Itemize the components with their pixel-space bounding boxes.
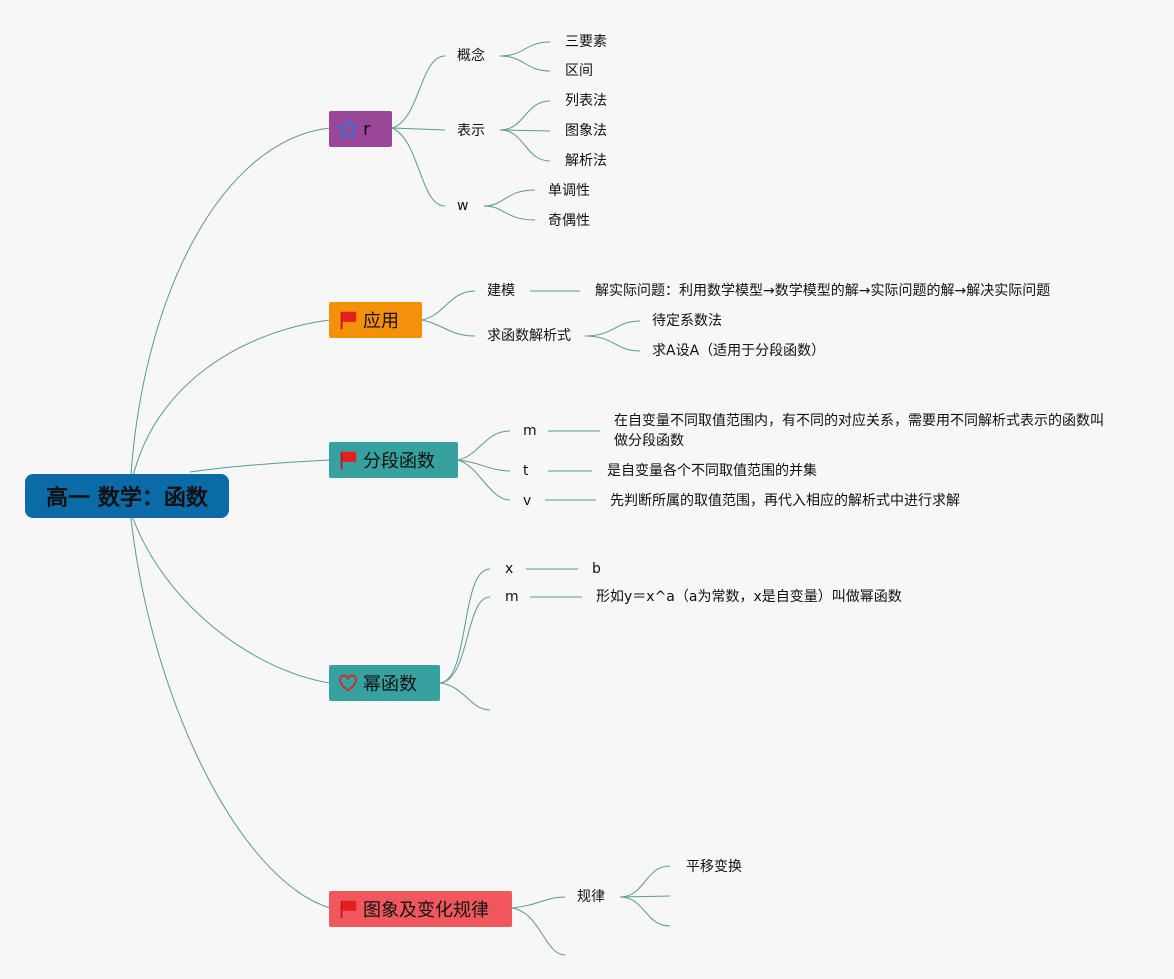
w-item[interactable]: 奇偶性 bbox=[548, 213, 590, 229]
subtopic-w[interactable]: w bbox=[457, 198, 469, 214]
represent-item[interactable]: 图象法 bbox=[565, 123, 607, 139]
subtopic-solve[interactable]: 求函数解析式 bbox=[487, 328, 571, 344]
t-note[interactable]: 是自变量各个不同取值范围的并集 bbox=[607, 463, 817, 479]
solve-item[interactable]: 待定系数法 bbox=[652, 313, 722, 329]
modeling-note[interactable]: 解实际问题：利用数学模型→数学模型的解→实际问题的解→解决实际问题 bbox=[595, 283, 1051, 299]
solve-item[interactable]: 求A设A（适用于分段函数） bbox=[652, 343, 826, 359]
subtopic-m[interactable]: m bbox=[523, 423, 537, 439]
m-note-line2[interactable]: 做分段函数 bbox=[614, 433, 684, 449]
heart-icon bbox=[339, 674, 357, 692]
concept-item[interactable]: 区间 bbox=[565, 63, 593, 79]
topic-r[interactable]: r bbox=[329, 111, 392, 147]
star-icon bbox=[337, 118, 359, 140]
topic-piecewise-label: 分段函数 bbox=[363, 451, 435, 472]
represent-item[interactable]: 列表法 bbox=[565, 93, 607, 109]
central-topic[interactable]: 高一 数学：函数 bbox=[25, 474, 229, 518]
topic-application-label: 应用 bbox=[363, 311, 399, 332]
topic-power-label: 幂函数 bbox=[363, 674, 417, 695]
v-note[interactable]: 先判断所属的取值范围，再代入相应的解析式中进行求解 bbox=[610, 493, 960, 509]
subtopic-t[interactable]: t bbox=[523, 463, 529, 479]
subtopic-m[interactable]: m bbox=[505, 589, 519, 605]
subtopic-concept[interactable]: 概念 bbox=[457, 48, 485, 64]
flag-icon bbox=[340, 900, 357, 919]
subtopic-rule[interactable]: 规律 bbox=[577, 889, 605, 905]
subtopic-represent[interactable]: 表示 bbox=[457, 123, 485, 139]
topic-power[interactable]: 幂函数 bbox=[329, 665, 440, 701]
concept-item[interactable]: 三要素 bbox=[565, 34, 607, 50]
x-note[interactable]: b bbox=[592, 561, 601, 577]
topic-r-label: r bbox=[363, 118, 371, 140]
flag-icon bbox=[340, 451, 357, 470]
m-note-line1[interactable]: 在自变量不同取值范围内，有不同的对应关系，需要用不同解析式表示的函数叫 bbox=[614, 413, 1104, 429]
subtopic-x[interactable]: x bbox=[505, 561, 514, 577]
topic-piecewise[interactable]: 分段函数 bbox=[329, 442, 458, 478]
topic-graph-label: 图象及变化规律 bbox=[363, 900, 489, 921]
subtopic-v[interactable]: v bbox=[523, 493, 532, 509]
represent-item[interactable]: 解析法 bbox=[565, 153, 607, 169]
topic-graph[interactable]: 图象及变化规律 bbox=[329, 891, 512, 927]
rule-item[interactable]: 平移变换 bbox=[686, 859, 742, 875]
topic-application[interactable]: 应用 bbox=[329, 302, 422, 338]
power-definition[interactable]: 形如y＝x^a（a为常数，x是自变量）叫做幂函数 bbox=[596, 589, 902, 605]
w-item[interactable]: 单调性 bbox=[548, 183, 590, 199]
subtopic-modeling[interactable]: 建模 bbox=[487, 283, 515, 299]
flag-icon bbox=[340, 311, 357, 330]
